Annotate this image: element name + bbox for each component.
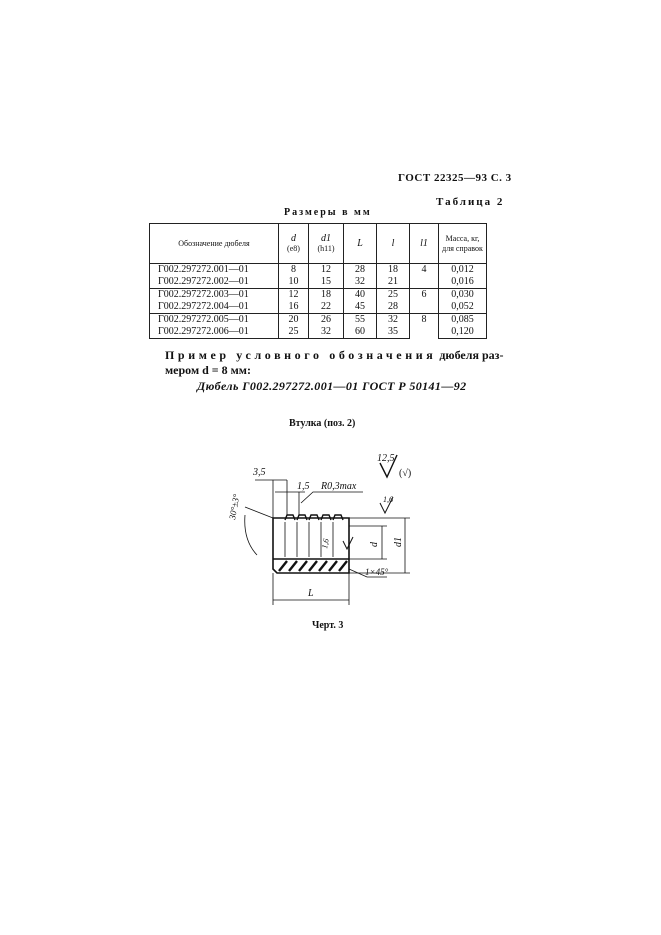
cell-designation: Г002.297272.005—01 <box>149 313 279 326</box>
cell-mass: 0,030 <box>438 288 487 301</box>
cell-mass: 0,085 <box>438 313 487 326</box>
table-row: Г002.297272.004—01 16 22 45 28 0,052 <box>149 301 487 314</box>
cell-l: 21 <box>376 276 410 289</box>
col-header-designation: Обозначение дюбеля <box>149 223 279 264</box>
cell-l: 25 <box>376 288 410 301</box>
angle-extension <box>244 506 274 519</box>
col-header-d: d (e8) <box>278 223 309 264</box>
cell-mass: 0,120 <box>438 326 487 339</box>
dim-line-d1 <box>349 517 410 574</box>
table-row: Г002.297272.006—01 25 32 60 35 0,120 <box>149 326 487 339</box>
length-label: L <box>307 588 314 599</box>
roughness-mark-general <box>379 454 398 479</box>
roughness-bore-label: 1,6 <box>320 538 331 549</box>
table-row: Г002.297272.005—01 20 26 55 32 8 0,085 <box>149 313 487 339</box>
col-header-d-label: d <box>291 232 296 244</box>
cell-d1: 26 <box>308 313 344 326</box>
figure-caption: Черт. 3 <box>312 620 344 631</box>
cell-d1: 32 <box>308 326 344 339</box>
angle-label: 30°±3° <box>227 493 242 521</box>
cell-d1: 12 <box>308 263 344 276</box>
chamfer-leader <box>348 568 387 578</box>
dim-3-5-label: 3,5 <box>252 467 266 478</box>
cell-d: 20 <box>278 313 309 326</box>
cell-d: 12 <box>278 288 309 301</box>
col-header-d1-tolerance: (h11) <box>317 243 335 253</box>
dim-line-length <box>272 573 350 605</box>
col-header-d1-label: d1 <box>321 232 331 244</box>
cell-d: 16 <box>278 301 309 314</box>
cell-l: 28 <box>376 301 410 314</box>
example-designation: Дюбель Г002.297272.001—01 ГОСТ Р 50141—9… <box>197 379 467 393</box>
cell-L: 40 <box>343 288 377 301</box>
cell-designation: Г002.297272.001—01 <box>149 263 279 276</box>
cell-d1: 22 <box>308 301 344 314</box>
cell-mass: 0,012 <box>438 263 487 276</box>
roughness-top-label: 1,6 <box>383 495 393 504</box>
example-line2: мером d = 8 мм: <box>165 363 251 377</box>
example-lead-rest: дюбеля раз- <box>439 348 504 362</box>
dim-line-d <box>349 525 387 560</box>
dimensions-table: Обозначение дюбеля d (e8) d1 (h11) L l l… <box>149 223 487 339</box>
cell-L: 60 <box>343 326 377 339</box>
cell-mass: 0,052 <box>438 301 487 314</box>
cell-designation: Г002.297272.006—01 <box>149 326 279 339</box>
cell-mass: 0,016 <box>438 276 487 289</box>
cell-l: 35 <box>376 326 410 339</box>
cell-designation: Г002.297272.003—01 <box>149 288 279 301</box>
table-row: Г002.297272.002—01 10 15 32 21 0,016 <box>149 276 487 289</box>
cell-l1-group-2: 6 <box>409 288 439 314</box>
cell-designation: Г002.297272.004—01 <box>149 301 279 314</box>
roughness-mark-top <box>379 496 394 515</box>
thread-profile-top <box>284 514 344 521</box>
table-caption: Размеры в мм <box>284 207 372 218</box>
figure-title: Втулка (поз. 2) <box>289 418 356 429</box>
col-header-d-tolerance: (e8) <box>287 243 300 253</box>
roughness-main-label: 12,5 <box>377 453 395 464</box>
cell-l1-group-3: 8 <box>409 313 439 339</box>
radius-label: R0,3max <box>320 481 357 492</box>
example-lead: Пример условного обозначения <box>165 348 437 362</box>
dim-line-3-5 <box>255 479 288 518</box>
section-hatching <box>278 560 348 572</box>
cell-l: 32 <box>376 313 410 326</box>
radius-leader <box>300 491 363 504</box>
dim-line-1-5 <box>275 491 305 515</box>
chamfer-label: 1×45° <box>365 567 389 577</box>
dim-d-label: d <box>369 541 380 547</box>
cell-d: 10 <box>278 276 309 289</box>
cell-designation: Г002.297272.002—01 <box>149 276 279 289</box>
standard-reference: ГОСТ 22325—93 С. 3 <box>398 172 512 184</box>
cell-d: 25 <box>278 326 309 339</box>
cell-l: 18 <box>376 263 410 276</box>
cell-L: 55 <box>343 313 377 326</box>
thread-lines <box>284 522 334 557</box>
col-header-l: l <box>376 223 410 264</box>
roughness-mark-bore <box>342 536 354 551</box>
cell-L: 45 <box>343 301 377 314</box>
table-row: Г002.297272.003—01 12 18 40 25 6 0,030 <box>149 288 487 314</box>
cell-l1-group-1: 4 <box>409 263 439 289</box>
cell-d: 8 <box>278 263 309 276</box>
col-header-d1: d1 (h11) <box>308 223 344 264</box>
cell-L: 28 <box>343 263 377 276</box>
col-header-l1: l1 <box>409 223 439 264</box>
angle-arc <box>244 514 258 556</box>
cell-d1: 15 <box>308 276 344 289</box>
cell-d1: 18 <box>308 288 344 301</box>
example-paragraph: Пример условного обозначения дюбеля раз-… <box>165 348 510 378</box>
roughness-paren-label: (√) <box>399 468 411 479</box>
dim-1-5-label: 1,5 <box>297 481 310 492</box>
col-header-mass: Масса, кг, для справок <box>438 223 487 264</box>
sleeve-drawing: 12,5 (√) 3,5 1,5 R0,3max 30°±3° 1,6 1,6 … <box>227 453 411 605</box>
table-label: Таблица 2 <box>436 196 505 208</box>
col-header-L: L <box>343 223 377 264</box>
dim-d1-label: d1 <box>393 537 404 547</box>
cell-L: 32 <box>343 276 377 289</box>
table-row: Г002.297272.001—01 8 12 28 18 4 0,012 <box>149 263 487 289</box>
sleeve-outline <box>272 517 350 574</box>
table-header-row: Обозначение дюбеля d (e8) d1 (h11) L l l… <box>149 223 487 264</box>
